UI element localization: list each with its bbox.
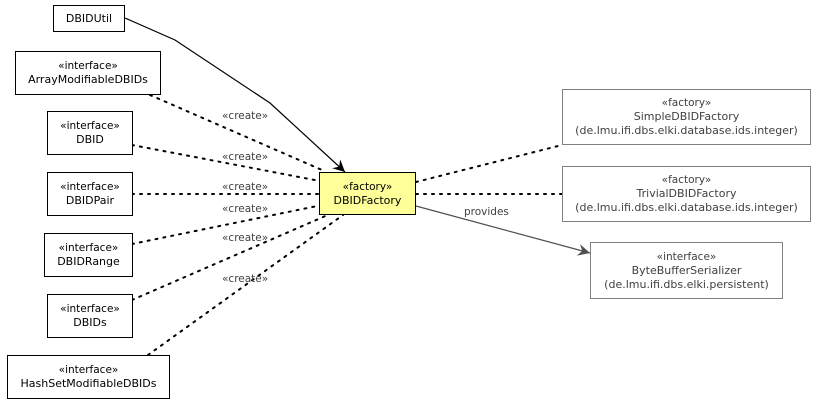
node-stereotype: «interface» bbox=[60, 120, 120, 132]
edge-factory-to-simple bbox=[415, 144, 563, 183]
label-provides: provides bbox=[464, 206, 509, 218]
node-package: (de.lmu.ifi.dbs.elki.persistent) bbox=[604, 277, 769, 291]
label-create-dbid: «create» bbox=[222, 151, 268, 163]
edge-dbid-to-factory bbox=[131, 144, 321, 182]
node-bytebufferserializer[interactable]: «interface» ByteBufferSerializer (de.lmu… bbox=[590, 242, 783, 299]
label-create-dbidpair: «create» bbox=[222, 181, 268, 193]
node-stereotype: «interface» bbox=[656, 250, 717, 263]
label-create-hashsetmod: «create» bbox=[222, 273, 268, 285]
node-stereotype: «interface» bbox=[58, 60, 118, 72]
node-name: DBIDFactory bbox=[333, 193, 402, 207]
node-dbidutil[interactable]: DBIDUtil bbox=[53, 5, 125, 32]
edge-dbidrange-to-factory bbox=[131, 204, 323, 245]
node-name: DBIDRange bbox=[57, 255, 120, 268]
node-dbidfactory[interactable]: «factory» DBIDFactory bbox=[319, 172, 416, 215]
edge-hashsetmod-to-factory bbox=[147, 214, 344, 356]
node-dbidpair[interactable]: «interface» DBIDPair bbox=[47, 172, 133, 216]
node-package: (de.lmu.ifi.dbs.elki.database.ids.intege… bbox=[575, 201, 798, 214]
node-dbid[interactable]: «interface» DBID bbox=[47, 111, 133, 155]
node-stereotype: «interface» bbox=[60, 181, 120, 193]
node-hashsetmodifiabledbids[interactable]: «interface» HashSetModifiableDBIDs bbox=[7, 355, 170, 399]
edge-arraymod-to-factory bbox=[149, 94, 323, 171]
node-stereotype: «factory» bbox=[661, 97, 712, 109]
node-name: TrivialDBIDFactory bbox=[636, 187, 737, 200]
edge-factory-to-serializer bbox=[415, 205, 591, 256]
node-dbidrange[interactable]: «interface» DBIDRange bbox=[44, 233, 133, 277]
node-dbids[interactable]: «interface» DBIDs bbox=[47, 294, 133, 338]
edge-dbids-to-factory bbox=[131, 213, 331, 301]
node-name: DBID bbox=[76, 133, 104, 146]
node-arraymodifiabledbids[interactable]: «interface» ArrayModifiableDBIDs bbox=[15, 51, 161, 95]
node-stereotype: «factory» bbox=[661, 174, 712, 186]
node-name: ByteBufferSerializer bbox=[631, 263, 742, 277]
node-name: DBIDUtil bbox=[65, 11, 113, 25]
node-name: HashSetModifiableDBIDs bbox=[20, 377, 157, 390]
node-stereotype: «interface» bbox=[58, 364, 119, 376]
node-name: SimpleDBIDFactory bbox=[633, 110, 740, 123]
node-name: ArrayModifiableDBIDs bbox=[28, 73, 148, 86]
label-create-dbids: «create» bbox=[222, 232, 268, 244]
node-stereotype: «factory» bbox=[342, 180, 393, 193]
label-create-arraymod: «create» bbox=[222, 110, 268, 122]
label-create-dbidrange: «create» bbox=[222, 203, 268, 215]
edge-dbidutil-to-factory bbox=[124, 17, 346, 173]
node-name: DBIDs bbox=[73, 316, 107, 329]
node-trivialdbidfactory[interactable]: «factory» TrivialDBIDFactory (de.lmu.ifi… bbox=[562, 166, 811, 222]
node-name: DBIDPair bbox=[65, 194, 115, 207]
node-stereotype: «interface» bbox=[58, 242, 119, 254]
node-stereotype: «interface» bbox=[60, 303, 120, 315]
node-simpledbidfactory[interactable]: «factory» SimpleDBIDFactory (de.lmu.ifi.… bbox=[562, 89, 811, 145]
node-package: (de.lmu.ifi.dbs.elki.database.ids.intege… bbox=[575, 124, 798, 137]
